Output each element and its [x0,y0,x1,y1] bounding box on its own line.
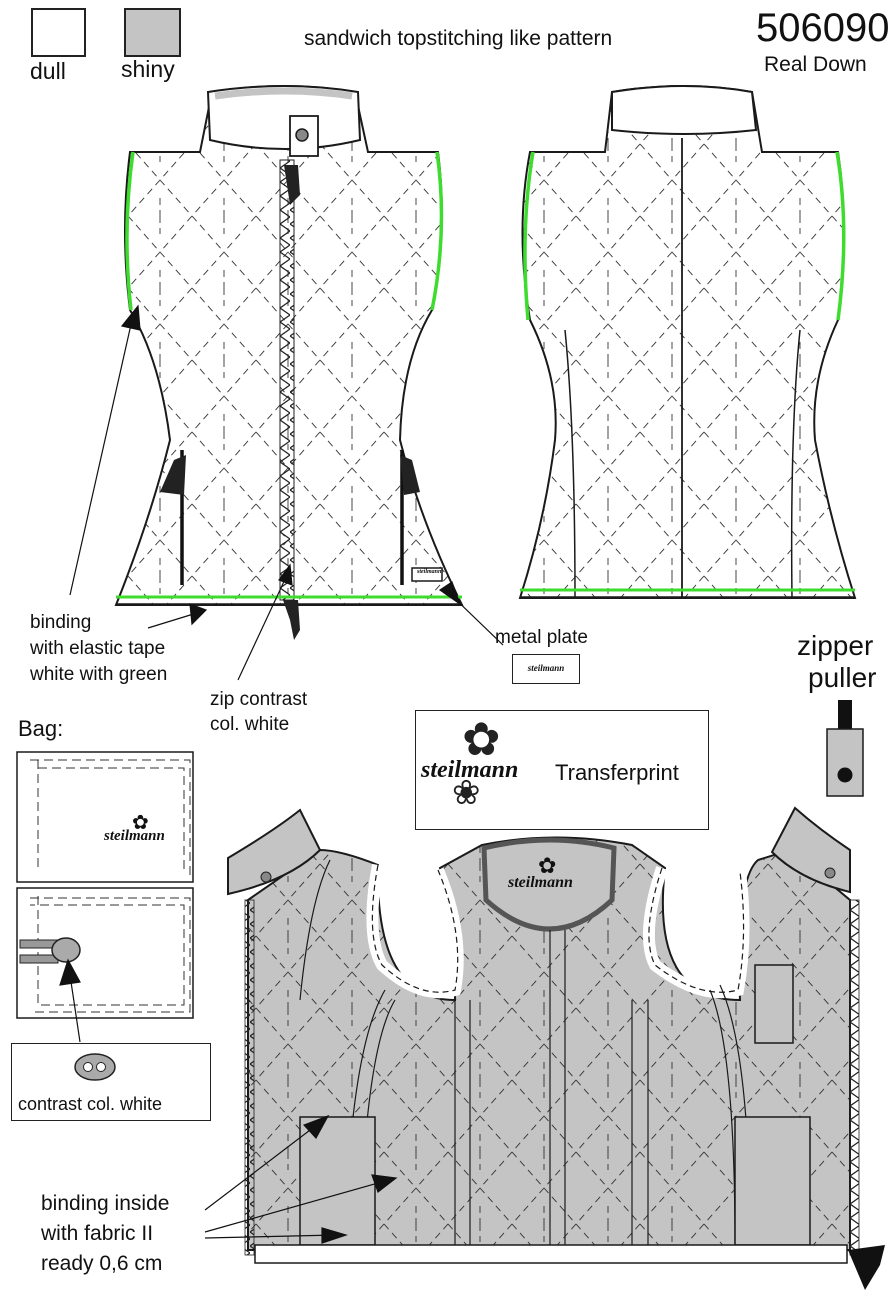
page-title: sandwich topstitching like pattern [304,27,613,50]
zipper-label-2: puller [808,662,877,693]
toggle-contrast-icon [74,1053,116,1081]
bag-logo-text: steilmann [104,828,165,844]
vest-front [114,85,464,640]
inside-label-3: ready 0,6 cm [41,1252,163,1275]
inside-label-1: binding inside [41,1192,170,1215]
transfer-label: Transferprint [555,760,679,785]
zipper-puller-icon [826,700,864,797]
metal-plate-text: steilmann [527,663,565,673]
contrast-box [11,1043,211,1121]
transfer-brand-text: steilmann [421,757,519,783]
subtitle: Real Down [764,53,867,76]
zip-label-1: zip contrast [210,689,308,710]
shiny-label: shiny [121,56,175,82]
facing-logo-text: steilmann [508,874,573,891]
metal-plate-mini-text: steilmann [417,569,442,575]
flower-logo-icon: ✿ [132,812,149,834]
arrow-icon [204,1114,398,1244]
bag-label: Bag: [18,716,64,741]
vest-back [518,85,857,599]
vest-inside-flat [227,806,885,1290]
dull-swatch [31,8,86,57]
toggle-stopper-icon [19,937,81,964]
inside-label-2: with fabric II [41,1222,154,1245]
binding-label-2: with elastic tape [30,638,166,659]
transferprint-box [415,710,709,830]
bag-drawing [16,751,194,1019]
flower-logo-icon: ✿ [538,853,557,878]
metal-plate-icon: steilmann [512,654,580,684]
arrow-icon [69,304,504,681]
metal-plate-label: metal plate [495,627,588,648]
shiny-swatch [124,8,181,57]
flower-logo-icon: ✿ [462,713,501,765]
style-number: 506090 [756,6,890,50]
flower-logo-icon: ❀ [452,774,481,812]
contrast-label: contrast col. white [18,1094,163,1114]
arrow-icon [59,958,81,1043]
binding-label-3: white with green [30,664,168,685]
binding-label-1: binding [30,612,92,633]
zip-label-2: col. white [210,714,290,735]
zipper-label-1: zipper [797,630,874,661]
dull-label: dull [30,58,66,84]
